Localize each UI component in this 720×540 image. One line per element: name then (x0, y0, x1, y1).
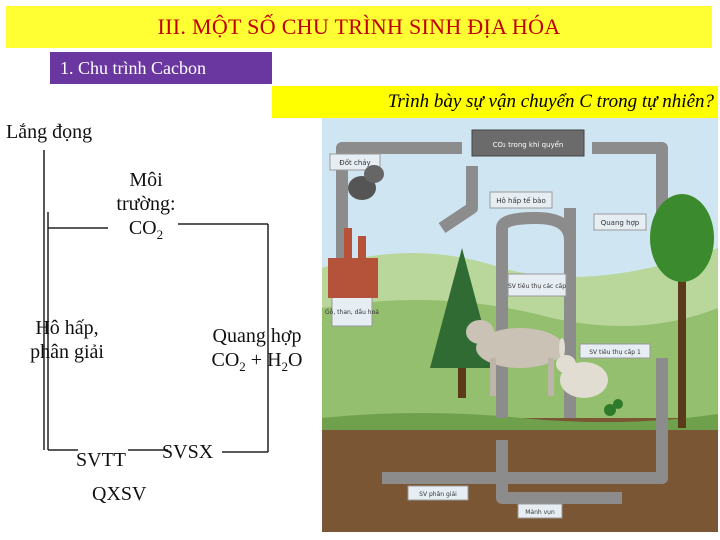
arrow-decomposers (382, 358, 668, 484)
label-lang-dong: Lắng đọng (6, 121, 93, 143)
manh-vun-label: Mảnh vụn (525, 509, 555, 516)
go-than-label: Gỗ, than, dầu hoả (325, 308, 379, 316)
co2-atmosphere-box (471, 129, 585, 157)
sv-cap-1-box (579, 343, 651, 359)
sv-phan-giai-label: SV phân giải (419, 491, 457, 498)
sv-tieu-thu-box (507, 273, 567, 297)
quang-hop-box (593, 213, 647, 231)
ho-hap-line1: Hô hấp, (35, 317, 99, 339)
manh-vun-box (517, 503, 563, 519)
ho-hap-te-bao-box (489, 191, 553, 209)
co2-atmosphere-label: CO₂ trong khí quyển (493, 140, 564, 149)
question-banner: Trình bày sự vận chuyển C trong tự nhiên… (272, 86, 718, 118)
ho-hap-te-bao-label: Hô hấp tế bào (496, 197, 545, 205)
arrow-detritus (496, 440, 622, 504)
wolf-icon (466, 320, 564, 396)
qh-h: + H (245, 349, 282, 371)
moi-truong-line2: trường: (116, 193, 176, 215)
go-than-box (331, 295, 373, 327)
arrow-respiration (438, 166, 478, 233)
co2-sub: 2 (156, 227, 164, 242)
co2-text: CO (128, 217, 157, 239)
qh-co2-sub: 2 (239, 359, 246, 374)
arrow-to-photosynthesis (592, 142, 668, 218)
quang-hop-line2: CO2 + H2O (192, 348, 322, 379)
deciduous-tree-icon (650, 194, 714, 428)
slide-title: III. MỘT SỐ CHU TRÌNH SINH ĐỊA HÓA (6, 6, 712, 48)
dot-chay-label: Đốt cháy (339, 159, 370, 167)
quang-hop-line1: Quang hợp (212, 325, 302, 347)
grass-edge (322, 413, 718, 430)
moi-truong-line1: Môi (129, 169, 163, 191)
factory-icon (328, 165, 384, 298)
carbon-cycle-illustration: CO₂ trong khí quyển Đốt cháy Hô hấp tế b… (322, 118, 718, 532)
qh-co2: CO (211, 349, 240, 371)
label-moi-truong: Môi trường: CO2 (110, 168, 182, 247)
ho-hap-line2: phân giải (30, 341, 104, 363)
qh-o: O (288, 349, 303, 371)
label-svsx: SVSX (162, 441, 214, 463)
arrow-top-loop (496, 212, 576, 241)
sv-phan-giai-box (407, 485, 469, 501)
section-subtitle: 1. Chu trình Cacbon (50, 52, 272, 84)
sv-tieu-thu-cao-cap-label: SV tiêu thụ các cấp (508, 283, 566, 290)
label-svtt: SVTT (76, 449, 126, 471)
quang-hop-illus-label: Quang hợp (601, 219, 640, 227)
label-quang-hop: Quang hợp CO2 + H2O (192, 324, 322, 379)
label-qxsv: QXSV (92, 483, 147, 505)
moi-truong-line3: CO2 (110, 216, 182, 247)
label-ho-hap: Hô hấp, phân giải (14, 316, 120, 364)
small-plant-icon (604, 399, 623, 416)
sv-cap-1-label: SV tiêu thụ cấp 1 (589, 349, 641, 356)
dot-chay-box (329, 153, 381, 171)
rabbit-icon (556, 338, 608, 398)
qh-h2-sub: 2 (281, 359, 289, 374)
arrow-combustion-up (336, 142, 462, 278)
gray-flow-arrows (336, 142, 668, 504)
